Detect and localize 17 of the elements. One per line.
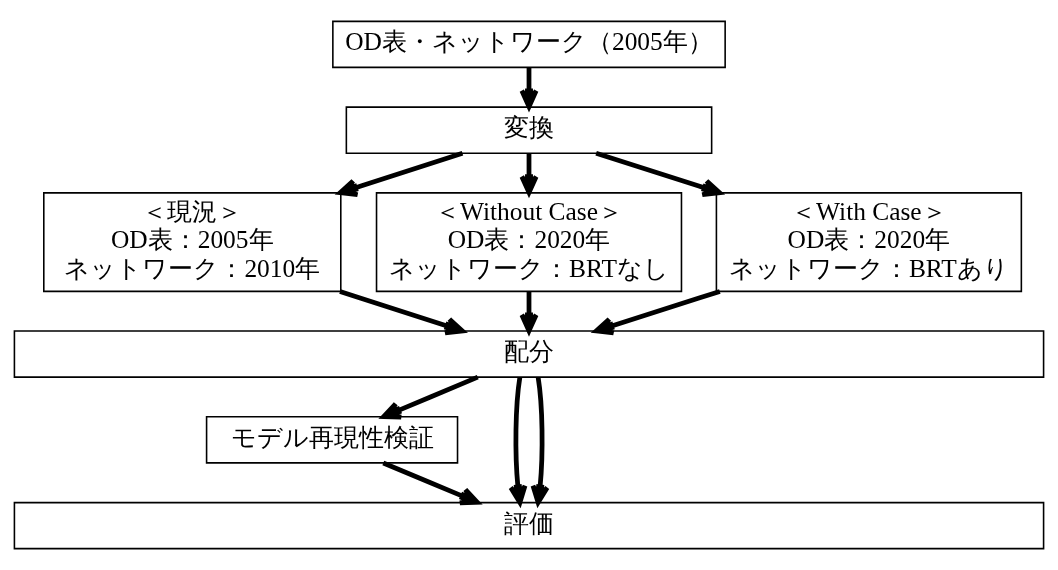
node-box: 変換 <box>345 106 713 154</box>
node-box: OD表・ネットワーク（2005年） <box>332 20 726 69</box>
arrow <box>593 289 721 336</box>
node-box: ＜With Case＞ OD表：2020年 ネットワーク：BRTあり <box>715 192 1023 293</box>
node-box: 評価 <box>13 501 1045 550</box>
arrow <box>519 291 539 334</box>
arrow <box>337 150 464 198</box>
node-box: モデル再現性検証 <box>205 416 459 464</box>
arrow <box>381 374 479 420</box>
node-box: 配分 <box>13 330 1045 378</box>
arrow <box>382 460 480 506</box>
node-box: ＜現況＞ OD表：2005年 ネットワーク：2010年 <box>43 192 342 293</box>
arrow <box>339 289 465 336</box>
arrow <box>519 153 539 195</box>
arrow <box>595 150 722 198</box>
node-box: ＜Without Case＞ OD表：2020年 ネットワーク：BRTなし <box>375 192 683 293</box>
arrow <box>519 67 539 110</box>
